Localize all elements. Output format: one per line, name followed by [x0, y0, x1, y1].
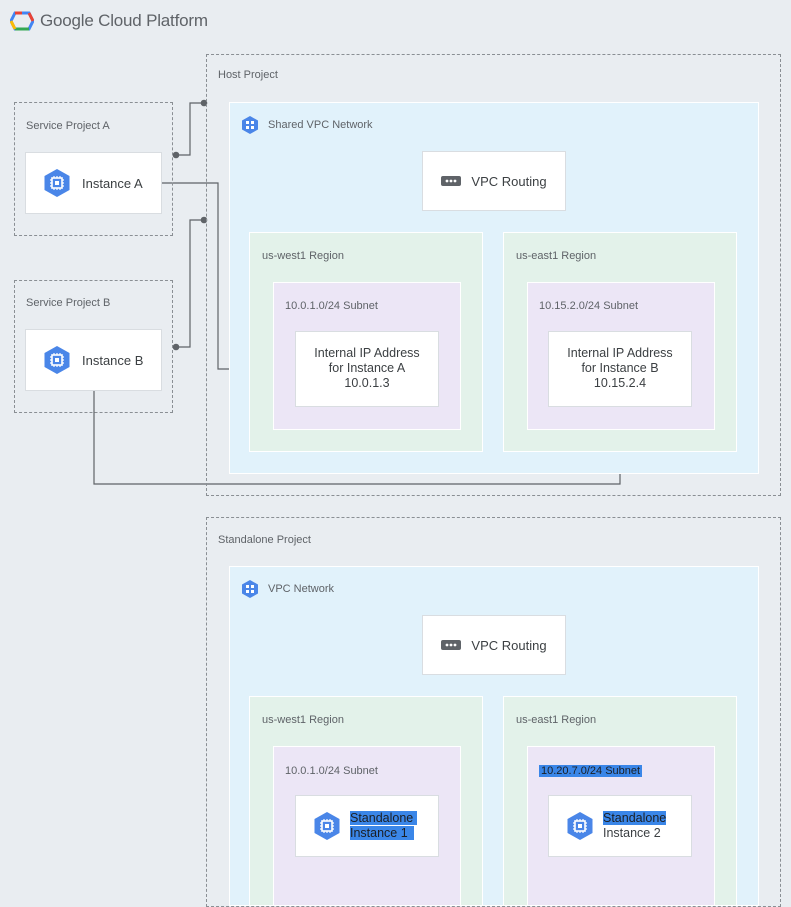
- standalone-vpc-label: VPC Network: [268, 583, 335, 595]
- standalone-east-region-label: us-east1 Region: [516, 714, 597, 726]
- compute-engine-icon: [567, 812, 593, 840]
- shared-vpc-title: Shared VPC Network: [240, 115, 373, 135]
- ip-b-line1: Internal IP Address: [567, 346, 673, 360]
- standalone-instance-1-line1: Standalone: [350, 811, 418, 825]
- standalone-vpc-title: VPC Network: [240, 579, 334, 599]
- service-project-a-label: Service Project A: [26, 120, 110, 132]
- host-west-region-label: us-west1 Region: [262, 250, 344, 262]
- standalone-east-subnet-label: 10.20.7.0/24 Subnet: [539, 765, 643, 777]
- compute-engine-icon: [44, 169, 70, 197]
- compute-engine-icon: [44, 346, 70, 374]
- ip-a-line1: Internal IP Address: [314, 346, 420, 360]
- host-west-subnet-label: 10.0.1.0/24 Subnet: [285, 300, 378, 312]
- connector-dot: [200, 99, 208, 107]
- connector-dot: [200, 216, 208, 224]
- instance-b-card[interactable]: Instance B: [26, 330, 161, 390]
- service-project-b-zone: Service Project B: [14, 280, 173, 413]
- standalone-west-subnet-label: 10.0.1.0/24 Subnet: [285, 765, 378, 777]
- gcp-logo: Google Cloud Platform: [10, 8, 208, 34]
- shared-vpc-label: Shared VPC Network: [268, 119, 373, 131]
- connector-dot: [172, 151, 180, 159]
- host-vpc-routing-label: VPC Routing: [471, 173, 547, 189]
- standalone-instance-1-line2: Instance 1: [350, 826, 414, 840]
- ip-b-address: 10.15.2.4: [593, 376, 647, 390]
- ip-card-instance-b[interactable]: Internal IP Address for Instance B 10.15…: [549, 332, 691, 406]
- gcp-logo-icon: [10, 11, 34, 31]
- host-vpc-routing-card[interactable]: VPC Routing: [423, 152, 565, 210]
- standalone-instance-2-label: Standalone Instance 2: [603, 811, 667, 841]
- host-east-subnet-label: 10.15.2.0/24 Subnet: [539, 300, 639, 312]
- ip-card-instance-a[interactable]: Internal IP Address for Instance A 10.0.…: [296, 332, 438, 406]
- ip-b-line2: for Instance B: [581, 361, 659, 375]
- standalone-instance-1-card[interactable]: Standalone Instance 1: [296, 796, 438, 856]
- connector-dot: [172, 343, 180, 351]
- compute-engine-icon: [314, 812, 340, 840]
- service-project-b-label: Service Project B: [26, 297, 111, 309]
- network-icon: [242, 116, 258, 134]
- standalone-instance-1-label: Standalone Instance 1: [350, 811, 418, 841]
- standalone-vpc-routing-card[interactable]: VPC Routing: [423, 616, 565, 674]
- instance-b-label: Instance B: [82, 352, 144, 368]
- standalone-project-label: Standalone Project: [218, 534, 311, 546]
- host-east-region-label: us-east1 Region: [516, 250, 597, 262]
- routing-icon: [441, 176, 462, 186]
- connector-service-a-host: [176, 102, 204, 156]
- standalone-instance-2-card[interactable]: Standalone Instance 2: [549, 796, 691, 856]
- instance-a-card[interactable]: Instance A: [26, 153, 161, 213]
- network-icon: [242, 580, 258, 598]
- host-project-label: Host Project: [218, 69, 278, 81]
- standalone-west-region-label: us-west1 Region: [262, 714, 344, 726]
- instance-a-label: Instance A: [82, 175, 143, 191]
- standalone-vpc-routing-label: VPC Routing: [471, 637, 547, 653]
- brand-title: Google Cloud Platform: [40, 11, 208, 30]
- ip-a-address: 10.0.1.3: [344, 376, 390, 390]
- ip-a-line2: for Instance A: [328, 361, 406, 375]
- standalone-instance-2-line2: Instance 2: [603, 826, 661, 840]
- connector-service-b-host: [176, 219, 204, 348]
- host-project-zone: Host Project: [206, 54, 781, 496]
- service-project-a-zone: Service Project A: [14, 102, 173, 236]
- standalone-instance-2-line1: Standalone: [603, 811, 667, 825]
- routing-icon: [441, 640, 462, 650]
